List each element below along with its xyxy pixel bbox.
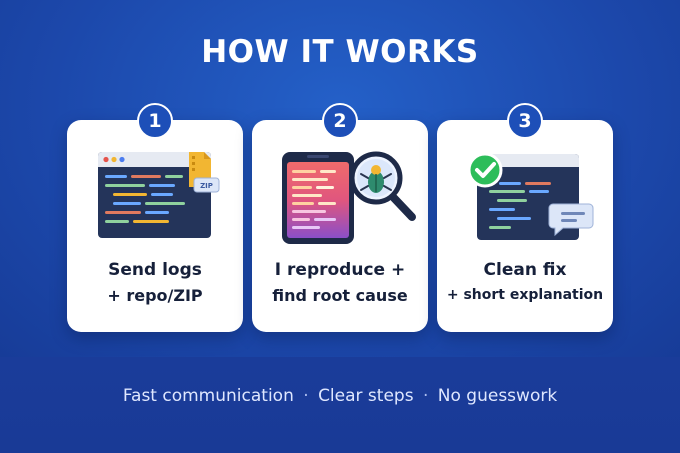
code-window-zip-icon: ZIP — [98, 152, 220, 238]
footer-band — [0, 357, 680, 453]
code-window-check-icon — [467, 152, 594, 240]
step-title: I reproduce + — [274, 260, 406, 280]
step-title: Send logs — [108, 260, 202, 280]
step-number-badge: 1 — [137, 103, 173, 139]
step-number-badge: 2 — [322, 103, 358, 139]
step-subtitle: + short explanation — [446, 287, 604, 303]
step-subtitle: find root cause — [272, 286, 408, 305]
step-title: Clean fix — [483, 260, 567, 280]
footer-item: Fast communication — [122, 386, 294, 406]
zip-tag-label: ZIP — [200, 182, 213, 190]
step-card-1: 1 ZIP Send logs + repo/ZIP — [67, 103, 243, 332]
page-title: HOW IT WORKS — [201, 34, 479, 70]
step-subtitle: + repo/ZIP — [107, 286, 203, 305]
footer-tagline: Fast communication · Clear steps · No gu… — [0, 386, 680, 406]
footer-separator: · — [422, 386, 429, 406]
footer-separator: · — [303, 386, 309, 406]
step-card-2: 2 — [252, 103, 428, 332]
phone-magnifier-bug-icon — [282, 151, 416, 244]
step-number-badge: 3 — [507, 103, 543, 139]
step-card-3: 3 Clean fix + short explanation — [437, 103, 613, 332]
footer-item: No guesswork — [437, 386, 558, 406]
footer-item: Clear steps — [318, 386, 414, 406]
